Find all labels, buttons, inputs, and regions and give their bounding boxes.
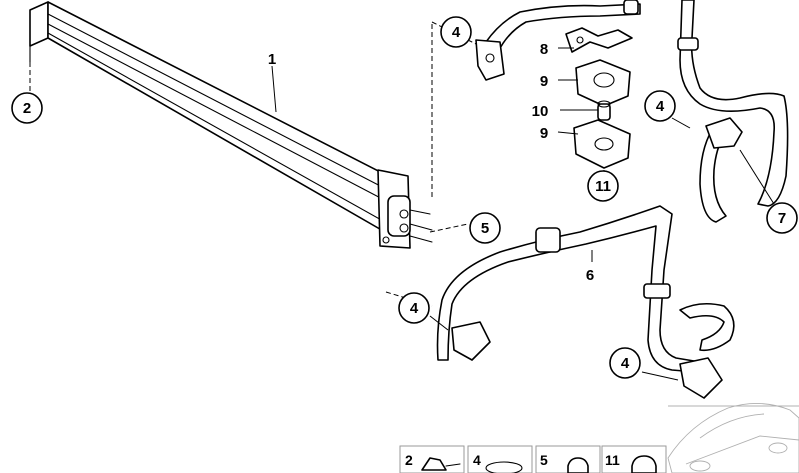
upper-return-hose — [475, 0, 641, 81]
callout-4-right: 4 — [644, 90, 676, 122]
svg-text:4: 4 — [656, 98, 665, 115]
legend-label-4: 4 — [473, 452, 481, 468]
callout-11: 11 — [587, 170, 619, 202]
oil-cooler — [29, 1, 433, 249]
label-6: 6 — [586, 267, 594, 284]
legend-strip: 2 4 5 11 — [399, 445, 667, 473]
legend-icon-11 — [631, 455, 657, 473]
lower-clamp-holder — [573, 119, 631, 169]
label-8: 8 — [540, 41, 548, 58]
svg-text:5: 5 — [481, 220, 489, 237]
mounting-bracket — [565, 27, 633, 53]
svg-text:11: 11 — [595, 178, 611, 195]
connection-lines — [29, 21, 775, 381]
callout-2: 2 — [11, 92, 43, 124]
callout-5: 5 — [469, 212, 501, 244]
label-9-upper: 9 — [540, 73, 548, 90]
svg-text:2: 2 — [23, 100, 31, 117]
vehicle-silhouette — [667, 403, 799, 473]
callout-4-left: 4 — [398, 292, 430, 324]
spacer-sleeve — [597, 100, 611, 121]
legend-icon-2 — [421, 457, 447, 471]
svg-text:4: 4 — [452, 24, 461, 41]
legend-label-5: 5 — [540, 452, 548, 468]
svg-text:7: 7 — [778, 210, 786, 227]
upper-clamp-holder — [575, 59, 631, 107]
legend-label-2: 2 — [405, 452, 413, 468]
svg-text:4: 4 — [410, 300, 419, 317]
legend-label-11: 11 — [605, 452, 620, 468]
callout-4-top: 4 — [440, 16, 472, 48]
callout-4-bottom: 4 — [609, 347, 641, 379]
legend-icon-4 — [485, 461, 523, 473]
svg-text:4: 4 — [621, 355, 630, 372]
feed-hose — [436, 205, 735, 399]
label-10: 10 — [532, 103, 549, 120]
label-9-lower: 9 — [540, 125, 548, 142]
callout-7: 7 — [766, 202, 798, 234]
legend-icon-5 — [567, 457, 589, 473]
label-1: 1 — [268, 51, 276, 68]
right-feed-hose — [677, 0, 789, 223]
